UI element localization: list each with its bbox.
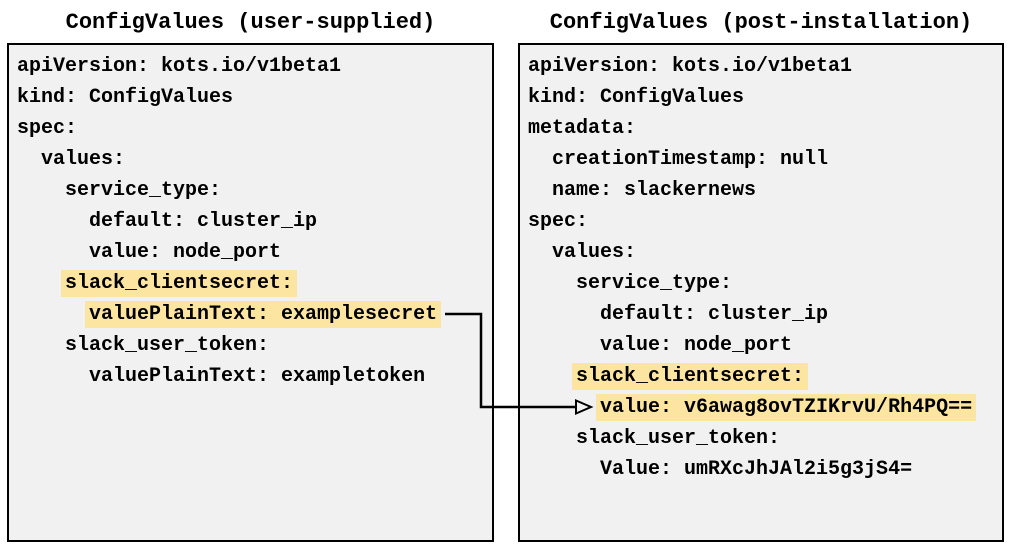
code-text: value: node_port: [89, 241, 282, 264]
code-text: service_type:: [576, 272, 733, 295]
code-text: creationTimestamp: null: [552, 148, 829, 171]
left-panel-config-box: apiVersion: kots.io/v1beta1 kind: ConfigV…: [7, 43, 494, 542]
code-text: spec:: [17, 117, 78, 140]
left-panel-code: apiVersion: kots.io/v1beta1 kind: ConfigV…: [17, 51, 492, 392]
code-text: valuePlainText: exampletoken: [89, 365, 426, 388]
code-text: value: node_port: [600, 334, 793, 357]
highlighted-code-text: valuePlainText: examplesecret: [85, 301, 442, 328]
code-text: spec:: [528, 210, 589, 233]
code-text: metadata:: [528, 117, 637, 140]
left-column: ConfigValues (user-supplied) apiVersion:…: [7, 8, 494, 542]
code-line: spec:: [17, 113, 492, 144]
code-line: slack_clientsecret:: [17, 268, 492, 299]
code-text: service_type:: [65, 179, 222, 202]
code-line: Value: umRXcJhJAl2i5g3jS4=: [528, 454, 1002, 485]
code-line: valuePlainText: exampletoken: [17, 361, 492, 392]
code-text: values:: [552, 241, 637, 264]
code-line: apiVersion: kots.io/v1beta1: [528, 51, 1002, 82]
code-text: Value: umRXcJhJAl2i5g3jS4=: [600, 458, 913, 481]
code-text: apiVersion: kots.io/v1beta1: [528, 55, 853, 78]
code-line: spec:: [528, 206, 1002, 237]
code-line: default: cluster_ip: [17, 206, 492, 237]
code-line: service_type:: [528, 268, 1002, 299]
right-panel-code: apiVersion: kots.io/v1beta1 kind: ConfigV…: [528, 51, 1002, 485]
highlighted-code-text: slack_clientsecret:: [61, 270, 298, 297]
code-line: values:: [528, 237, 1002, 268]
code-line: value: v6awag8ovTZIKrvU/Rh4PQ==: [528, 392, 1002, 423]
right-column: ConfigValues (post-installation) apiVers…: [518, 8, 1004, 542]
code-text: slack_user_token:: [65, 334, 270, 357]
code-line: creationTimestamp: null: [528, 144, 1002, 175]
code-line: slack_user_token:: [528, 423, 1002, 454]
code-text: apiVersion: kots.io/v1beta1: [17, 55, 342, 78]
code-line: valuePlainText: examplesecret: [17, 299, 492, 330]
code-text: slack_user_token:: [576, 427, 781, 450]
code-line: kind: ConfigValues: [17, 82, 492, 113]
highlighted-code-text: slack_clientsecret:: [572, 363, 809, 390]
code-text: kind: ConfigValues: [528, 86, 745, 109]
code-text: default: cluster_ip: [600, 303, 829, 326]
code-line: default: cluster_ip: [528, 299, 1002, 330]
code-line: values:: [17, 144, 492, 175]
code-text: kind: ConfigValues: [17, 86, 234, 109]
code-line: value: node_port: [17, 237, 492, 268]
code-line: name: slackernews: [528, 175, 1002, 206]
code-line: service_type:: [17, 175, 492, 206]
code-line: value: node_port: [528, 330, 1002, 361]
code-text: values:: [41, 148, 126, 171]
code-line: metadata:: [528, 113, 1002, 144]
left-panel-title: ConfigValues (user-supplied): [65, 10, 436, 35]
code-line: apiVersion: kots.io/v1beta1: [17, 51, 492, 82]
right-panel-config-box: apiVersion: kots.io/v1beta1 kind: ConfigV…: [518, 43, 1004, 542]
code-line: kind: ConfigValues: [528, 82, 1002, 113]
code-line: slack_clientsecret:: [528, 361, 1002, 392]
highlighted-code-text: value: v6awag8ovTZIKrvU/Rh4PQ==: [596, 394, 977, 421]
code-text: default: cluster_ip: [89, 210, 318, 233]
code-line: slack_user_token:: [17, 330, 492, 361]
right-panel-title: ConfigValues (post-installation): [549, 10, 973, 35]
code-text: name: slackernews: [552, 179, 757, 202]
